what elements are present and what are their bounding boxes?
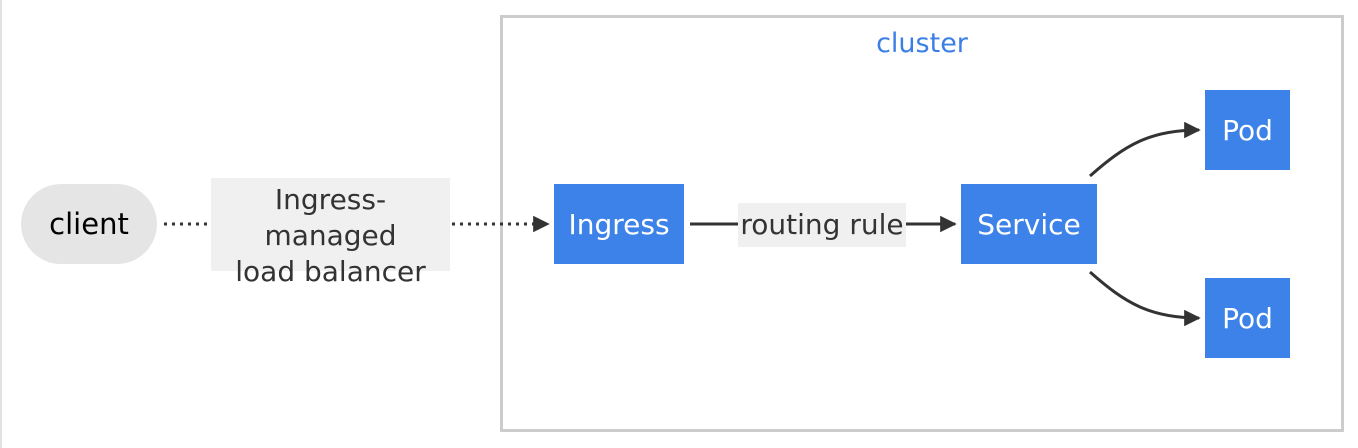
load-balancer-edge-label: Ingress-managed load balancer [211, 178, 450, 288]
edge-service-to-pod-top [1089, 121, 1201, 178]
cluster-label: cluster [876, 28, 968, 59]
page-edge-rule [0, 0, 2, 448]
client-node: client [21, 184, 157, 264]
load-balancer-label-line1: Ingress-managed [264, 183, 397, 252]
edge-service-to-pod-bottom [1089, 270, 1201, 327]
routing-rule-edge-label: routing rule [738, 203, 906, 247]
pod-node-bottom: Pod [1205, 278, 1290, 358]
service-node: Service [961, 184, 1097, 264]
pod-node-top: Pod [1205, 90, 1290, 170]
load-balancer-label-line2: load balancer [235, 255, 426, 288]
ingress-node: Ingress [554, 184, 684, 264]
